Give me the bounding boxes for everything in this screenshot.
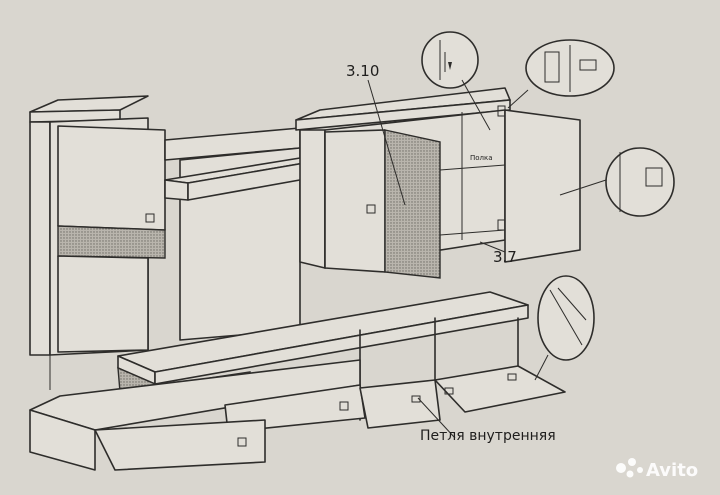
flap-door-right — [434, 365, 566, 413]
flap-door-left — [359, 379, 441, 429]
upper-cabinet-door — [324, 129, 386, 273]
leader-3-7 — [479, 241, 506, 253]
label-hinge-caption: Петля внутренняя — [420, 428, 556, 444]
label-part-3-7: 3.7 — [493, 248, 517, 266]
tv-stand — [29, 291, 566, 471]
label-shelf-tag: Полка — [470, 154, 493, 162]
detail-callout-top — [421, 31, 491, 131]
avito-watermark: Avito — [616, 458, 698, 481]
front-drawer — [94, 419, 266, 471]
left-tall-cabinet — [29, 95, 166, 390]
center-wall-panel — [164, 127, 323, 341]
detail-callout-hinge — [507, 39, 615, 109]
leader-3-10 — [367, 79, 406, 206]
leader-hinge — [417, 397, 456, 439]
upper-wall-cabinet — [295, 87, 581, 279]
detail-callout-side — [559, 147, 675, 217]
upper-cabinet-open-door — [504, 109, 581, 263]
avito-brand-text: Avito — [646, 460, 698, 481]
left-door-knob — [145, 213, 155, 223]
label-part-3-10: 3.10 — [346, 62, 379, 80]
avito-logo-icon — [616, 463, 626, 473]
upper-cabinet-glass-door — [384, 129, 441, 279]
upper-door-knob — [366, 204, 376, 214]
detail-callout-lower — [534, 275, 595, 381]
left-cabinet-glass — [57, 225, 166, 259]
